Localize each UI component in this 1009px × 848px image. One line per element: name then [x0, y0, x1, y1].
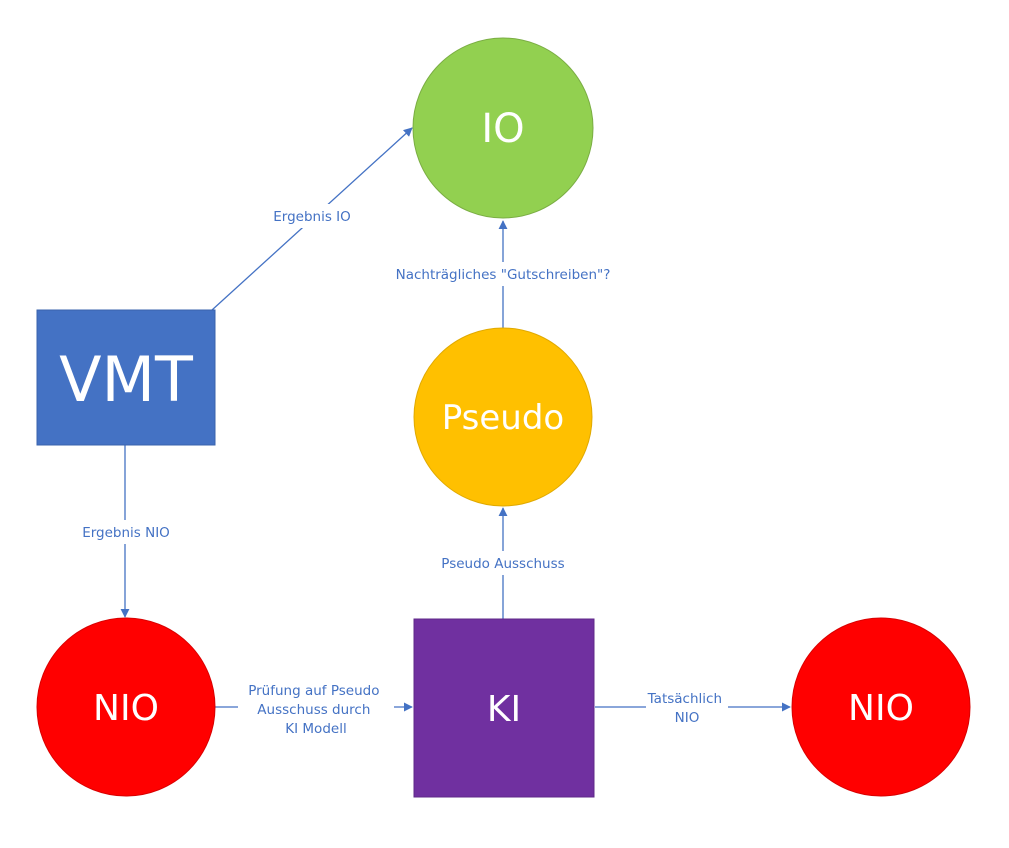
edge-label-gutschreiben: Nachträgliches "Gutschreiben"? [396, 267, 611, 283]
node-io-shape [412, 37, 594, 219]
node-ki-shape [413, 618, 595, 798]
node-vmt-shape [36, 309, 216, 446]
edge-label-tatsaechlich: Tatsächlich NIO [647, 691, 727, 726]
edge-label-ergebnis-nio: Ergebnis NIO [82, 525, 170, 541]
node-pseudo: Pseudo [413, 327, 593, 507]
node-pseudo-shape [413, 327, 593, 507]
node-ki-label: KI [487, 689, 521, 730]
edge-label-pseudo-ausschuss: Pseudo Ausschuss [441, 556, 564, 572]
edge-label-pruefung: Prüfung auf Pseudo Ausschuss durch KI Mo… [248, 683, 384, 737]
node-io: IO [412, 37, 594, 219]
node-pseudo-label: Pseudo [442, 398, 564, 438]
node-nio-right: NIO [791, 617, 971, 797]
node-nio-left: NIO [36, 617, 216, 797]
edge-label-tatsaechlich-line-2: NIO [675, 710, 700, 726]
node-nio-right-shape [791, 617, 971, 797]
node-nio-right-label: NIO [848, 688, 914, 729]
node-ki: KI [413, 618, 595, 798]
edge-label-pruefung-line-2: Ausschuss durch [257, 702, 370, 718]
node-io-label: IO [481, 106, 524, 152]
node-vmt-label: VMT [59, 343, 194, 416]
edge-label-ergebnis-io: Ergebnis IO [273, 209, 351, 225]
node-nio-left-label: NIO [93, 688, 159, 729]
edge-label-tatsaechlich-line-1: Tatsächlich [647, 691, 722, 707]
edge-label-pruefung-line-3: KI Modell [285, 721, 346, 737]
edge-label-pruefung-line-1: Prüfung auf Pseudo [248, 683, 379, 699]
node-vmt: VMT [36, 309, 216, 446]
node-nio-left-shape [36, 617, 216, 797]
